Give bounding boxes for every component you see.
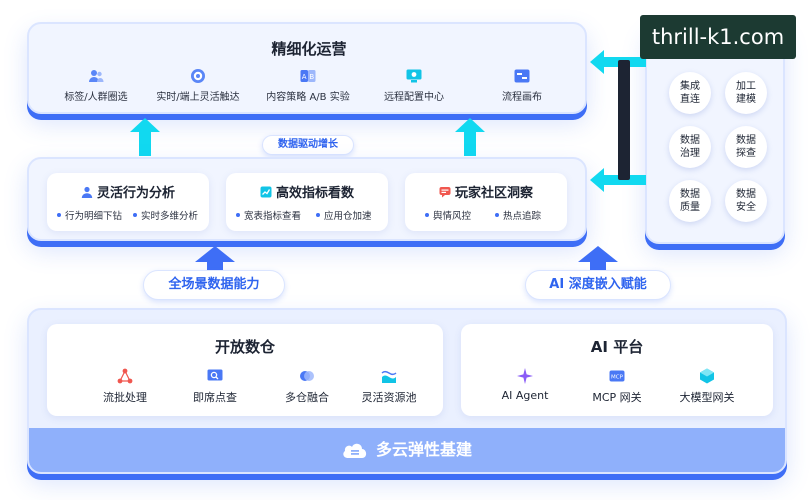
card-sub: 热点追踪 — [495, 208, 541, 222]
ab-test-icon: A B — [300, 70, 316, 82]
item-label: 大模型网关 — [679, 391, 735, 404]
ai-item: AI Agent — [485, 368, 565, 402]
card-title: 开放数仓 — [214, 338, 275, 356]
up-arrow-icon — [130, 118, 160, 156]
open-warehouse-card: 开放数仓 流批处理 即席点查 多仓融合 灵活资源池 — [47, 324, 443, 416]
capability-circle: 数据治理 — [669, 126, 711, 168]
top-item-label: 流程画布 — [502, 92, 542, 103]
bullet-icon — [133, 213, 137, 217]
card-title: AI 平台 — [590, 338, 644, 356]
item-label: 多仓融合 — [285, 391, 329, 404]
top-item-label: 远程配置中心 — [384, 92, 444, 103]
cloud-icon — [343, 443, 367, 458]
base-infrastructure-bar: 多云弹性基建 — [29, 428, 785, 472]
top-item-remote-config: 远程配置中心 — [359, 68, 469, 108]
nodes-icon — [117, 368, 133, 384]
pool-icon — [381, 370, 397, 383]
svg-text:MCP: MCP — [611, 375, 624, 381]
left-arrow-icon — [590, 168, 646, 192]
top-item-label: 标签/人群圈选 — [64, 92, 128, 103]
monitor-gear-icon — [406, 69, 422, 83]
right-panel: 集成直连 加工建模 数据治理 数据探查 数据质量 数据安全 — [645, 24, 785, 244]
card-sub: 应用仓加速 — [316, 208, 372, 222]
up-arrow-icon — [195, 246, 235, 270]
item-label: 流批处理 — [103, 391, 147, 404]
bullet-icon — [316, 213, 320, 217]
bullet-icon — [236, 213, 240, 217]
card-title: 玩家社区洞察 — [454, 186, 533, 201]
top-item-reach: 实时/端上灵活触达 — [143, 68, 253, 108]
bottom-panel: 开放数仓 流批处理 即席点查 多仓融合 灵活资源池 — [27, 308, 787, 474]
ai-empower-pill: AI 深度嵌入赋能 — [525, 270, 671, 300]
card-title: 灵活行为分析 — [96, 186, 175, 201]
up-arrow-icon — [578, 246, 618, 270]
card-behavior-analysis: 灵活行为分析 行为明细下钻 实时多维分析 — [47, 173, 209, 231]
top-item-label: 实时/端上灵活触达 — [156, 92, 240, 103]
svg-text:B: B — [309, 73, 314, 81]
ai-platform-card: AI 平台 AI Agent MCP MCP 网关 大模型网关 — [461, 324, 773, 416]
data-capability-pill: 全场景数据能力 — [143, 270, 285, 300]
card-title: 高效指标看数 — [275, 186, 354, 201]
card-header: 高效指标看数 — [226, 182, 388, 201]
capability-circle: 集成直连 — [669, 72, 711, 114]
capability-circle: 加工建模 — [725, 72, 767, 114]
card-header: 灵活行为分析 — [47, 182, 209, 201]
chart-icon — [260, 186, 272, 198]
ai-item: 大模型网关 — [667, 368, 747, 405]
top-item-tags: 标签/人群圈选 — [41, 68, 151, 108]
capability-circle: 数据质量 — [669, 180, 711, 222]
card-header: 玩家社区洞察 — [405, 182, 567, 201]
card-community: 玩家社区洞察 舆情风控 热点追踪 — [405, 173, 567, 231]
item-label: 即席点查 — [193, 391, 237, 404]
merge-icon — [300, 371, 314, 381]
item-label: AI Agent — [501, 389, 549, 402]
warehouse-item: 流批处理 — [85, 368, 165, 405]
svg-text:A: A — [302, 73, 307, 81]
card-sub: 实时多维分析 — [133, 208, 198, 222]
base-bar-label: 多云弹性基建 — [29, 428, 785, 472]
bullet-icon — [425, 213, 429, 217]
middle-panel: 灵活行为分析 行为明细下钻 实时多维分析 高效指标看数 宽表指标查看 应用仓加速… — [27, 157, 587, 241]
top-item-label: 内容策略 A/B 实验 — [266, 92, 350, 103]
target-icon — [191, 69, 205, 83]
mcp-icon: MCP — [609, 370, 625, 382]
warehouse-item: 即席点查 — [175, 368, 255, 405]
person-icon — [81, 186, 93, 198]
warehouse-item: 多仓融合 — [267, 368, 347, 405]
bullet-icon — [57, 213, 61, 217]
chat-icon — [439, 187, 451, 198]
item-label: 灵活资源池 — [361, 391, 417, 404]
card-metrics: 高效指标看数 宽表指标查看 应用仓加速 — [226, 173, 388, 231]
cube-icon — [700, 368, 714, 384]
flow-canvas-icon — [514, 69, 530, 83]
capability-circle: 数据探查 — [725, 126, 767, 168]
top-item-ab: A B 内容策略 A/B 实验 — [253, 68, 363, 108]
watermark: thrill-k1.com — [640, 15, 796, 59]
middle-label-pill: 数据驱动增长 — [262, 135, 354, 155]
item-label: MCP 网关 — [592, 391, 642, 404]
connector-bar — [618, 60, 630, 180]
card-sub: 舆情风控 — [425, 208, 471, 222]
bullet-icon — [495, 213, 499, 217]
top-panel: 精细化运营 标签/人群圈选 实时/端上灵活触达 A B 内容策略 A/B 实验 … — [27, 22, 587, 114]
top-panel-title: 精细化运营 — [271, 40, 347, 58]
card-sub: 行为明细下钻 — [57, 208, 122, 222]
warehouse-item: 灵活资源池 — [349, 368, 429, 405]
card-sub: 宽表指标查看 — [236, 208, 301, 222]
top-item-flow: 流程画布 — [467, 68, 577, 108]
search-screen-icon — [207, 369, 223, 381]
capability-circle: 数据安全 — [725, 180, 767, 222]
sparkle-icon — [517, 368, 533, 384]
up-arrow-icon — [455, 118, 485, 156]
ai-item: MCP MCP 网关 — [577, 368, 657, 405]
users-icon — [89, 70, 104, 82]
